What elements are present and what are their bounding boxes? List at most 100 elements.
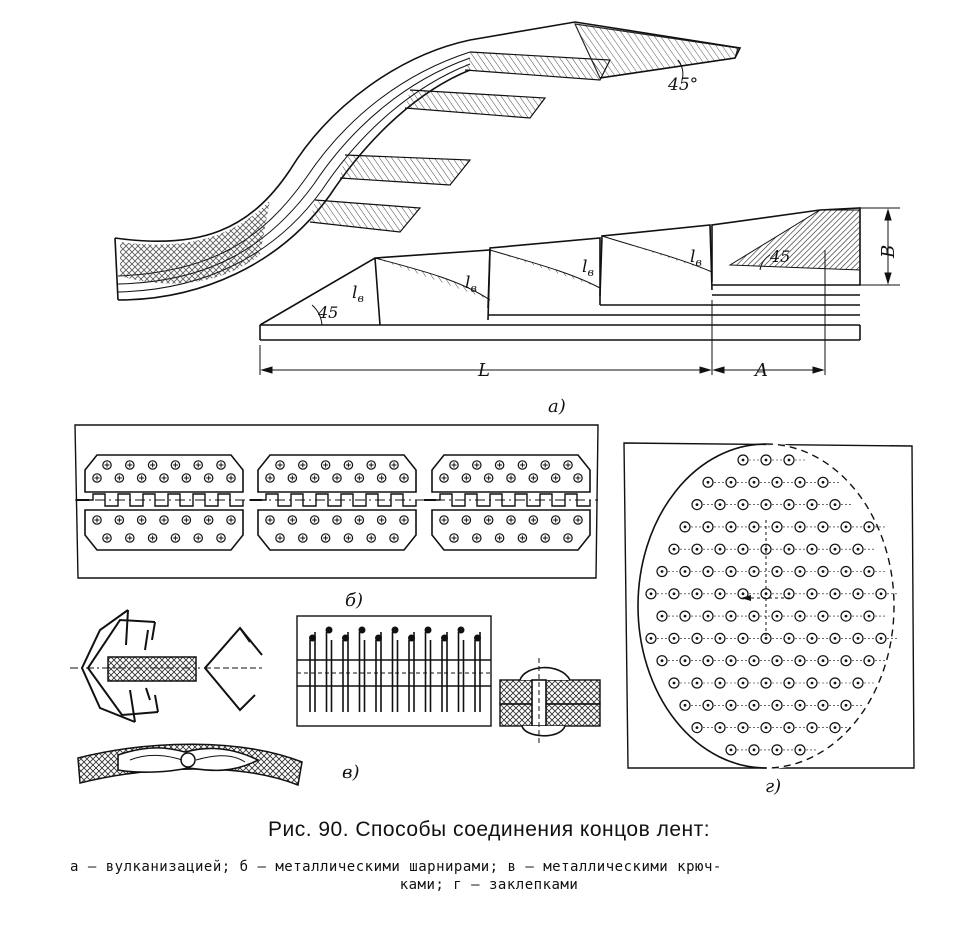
hinge-rivet (181, 515, 192, 525)
hinge-rivet (114, 515, 125, 525)
rivet (829, 588, 841, 600)
comb-tooth (391, 632, 399, 712)
lv-labels: lв lв lв lв (352, 247, 702, 305)
comb-tooth (342, 632, 349, 712)
panel-label-b: б) (345, 590, 363, 611)
comb-tooth (474, 632, 481, 712)
angle-label-left: 45 (317, 303, 338, 322)
hinge-plate-top (431, 454, 591, 493)
svg-text:lв: lв (465, 273, 477, 295)
rivet (748, 655, 760, 667)
hinge-rivet (226, 515, 236, 525)
hinge-rivet (573, 515, 583, 525)
rivet (794, 565, 806, 578)
hook-comb-teeth (309, 626, 481, 712)
rivet (794, 521, 806, 533)
rivet (725, 744, 737, 756)
rivet (771, 521, 783, 533)
rivet (852, 543, 864, 555)
hinge-rivet (287, 473, 298, 483)
rivet (875, 632, 887, 645)
rivet (748, 565, 760, 578)
hinge-rivet (343, 533, 354, 543)
comb-tooth (424, 632, 432, 712)
hinge-rivet (389, 460, 399, 470)
hinge-rivet (506, 515, 516, 525)
rivet (725, 655, 737, 667)
hinge-rivet (528, 473, 539, 483)
rivet (771, 610, 783, 622)
dim-label-B: B (878, 245, 899, 259)
rivet (702, 655, 714, 667)
hinge-rivet (376, 515, 387, 525)
dim-label-A: A (753, 360, 768, 381)
rivet (702, 699, 714, 711)
hinge-rivet (366, 460, 376, 470)
hinge-rivet (309, 515, 320, 525)
rivet (668, 588, 680, 600)
panel-a-vulcanization: 45° 45 45 (114, 21, 900, 417)
hinge-rivet (439, 473, 449, 483)
hinge-rivet (461, 473, 472, 483)
hinge-rivet (494, 460, 505, 470)
hinge-rivet (287, 515, 298, 525)
rivet (679, 521, 691, 533)
rivet (806, 543, 818, 555)
hinge-plate-bottom (431, 509, 591, 551)
rivet (806, 588, 818, 600)
rivet (691, 543, 703, 555)
rivet (829, 721, 841, 734)
rivet (829, 499, 841, 511)
rivet (806, 499, 818, 511)
dimension-lines (259, 207, 900, 375)
rivet (668, 677, 680, 689)
rivet (725, 610, 737, 622)
hinge-rivet (399, 515, 409, 525)
hinge-rivet (193, 533, 203, 543)
rivet (783, 677, 795, 689)
rivet (748, 744, 760, 756)
hinge-rivet (366, 533, 376, 543)
angle-label-top: 45° (667, 75, 698, 95)
rivet (829, 677, 841, 689)
hinge-rivet (309, 473, 320, 483)
hinge-rivet (203, 515, 214, 525)
rivet (806, 721, 818, 734)
rivet (691, 632, 703, 645)
rivet (840, 699, 852, 711)
hinge-plate-bottom (257, 509, 417, 551)
rivet (840, 521, 852, 533)
rivet (702, 476, 714, 488)
hinge-rivet (563, 460, 573, 470)
hinge-rivet (471, 460, 482, 470)
rivet (679, 610, 691, 622)
hinge-rivet (203, 473, 214, 483)
rivet (725, 521, 737, 533)
open-hook (203, 626, 263, 712)
figure-caption-legend-line2: ками; г — заклепками (399, 877, 579, 893)
hinge-rivet (159, 515, 169, 525)
rivet (679, 699, 691, 711)
comb-tooth (358, 632, 366, 712)
panel-g-rivets: г) (623, 442, 915, 797)
belt-outline-b (74, 424, 599, 579)
hinge-rivet (389, 533, 399, 543)
rivet (702, 610, 714, 622)
hinge-rivet (573, 473, 583, 483)
hinge-rivet (114, 473, 125, 483)
hinge-rivet (275, 460, 285, 470)
rivet (840, 610, 852, 622)
rivet (714, 632, 726, 645)
rivet (817, 476, 829, 488)
rivet (817, 610, 829, 622)
rivet (760, 454, 772, 466)
rivet (852, 677, 864, 689)
hinge-rivet (170, 533, 181, 543)
hinge-rivet (136, 473, 147, 483)
rivet (806, 632, 818, 645)
rivet (806, 677, 818, 689)
rivet (748, 699, 760, 711)
hinge-rivet (193, 460, 203, 470)
rivet (852, 632, 864, 645)
